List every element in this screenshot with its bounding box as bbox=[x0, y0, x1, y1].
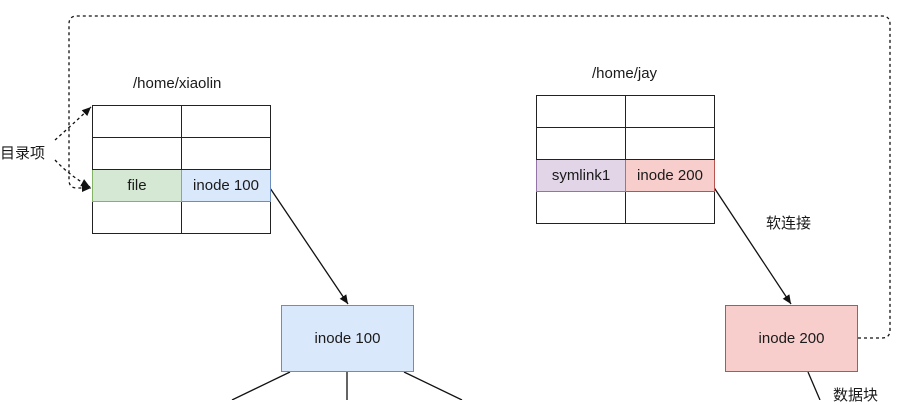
table-row: symlink1 inode 200 bbox=[536, 159, 715, 192]
table-cell bbox=[625, 191, 715, 224]
table-cell bbox=[92, 105, 182, 138]
left-dir-table: file inode 100 bbox=[92, 105, 271, 234]
table-row bbox=[536, 191, 715, 224]
table-cell bbox=[625, 95, 715, 128]
table-cell bbox=[536, 95, 626, 128]
data-block-line-4 bbox=[807, 371, 821, 400]
table-cell bbox=[181, 105, 271, 138]
data-block-line-1 bbox=[231, 371, 291, 400]
table-cell bbox=[536, 127, 626, 160]
inode-200-cell: inode 200 bbox=[625, 159, 715, 192]
table-row bbox=[92, 105, 271, 138]
hard-link-arrow bbox=[269, 187, 349, 305]
table-cell bbox=[92, 137, 182, 170]
right-dir-path: /home/jay bbox=[592, 65, 658, 82]
inode-200-node: inode 200 bbox=[725, 305, 858, 372]
table-row bbox=[92, 137, 271, 170]
right-dir-table: symlink1 inode 200 bbox=[536, 95, 715, 224]
table-row bbox=[92, 201, 271, 234]
table-cell bbox=[625, 127, 715, 160]
data-block-label: 数据块 bbox=[833, 387, 879, 404]
symlink-cell: symlink1 bbox=[536, 159, 626, 192]
table-row bbox=[536, 95, 715, 128]
dir-entry-arrow-upper bbox=[54, 106, 92, 141]
soft-link-label: 软连接 bbox=[766, 215, 812, 232]
dir-entry-label: 目录项 bbox=[0, 145, 46, 162]
table-row bbox=[536, 127, 715, 160]
left-dir-path: /home/xiaolin bbox=[133, 75, 222, 92]
table-cell bbox=[181, 137, 271, 170]
inode-100-cell: inode 100 bbox=[181, 169, 271, 202]
table-cell bbox=[92, 201, 182, 234]
inode-100-node: inode 100 bbox=[281, 305, 414, 372]
table-cell bbox=[181, 201, 271, 234]
table-cell bbox=[536, 191, 626, 224]
soft-link-arrow bbox=[712, 185, 792, 305]
file-cell: file bbox=[92, 169, 182, 202]
table-row: file inode 100 bbox=[92, 169, 271, 202]
data-block-line-3 bbox=[403, 371, 463, 400]
